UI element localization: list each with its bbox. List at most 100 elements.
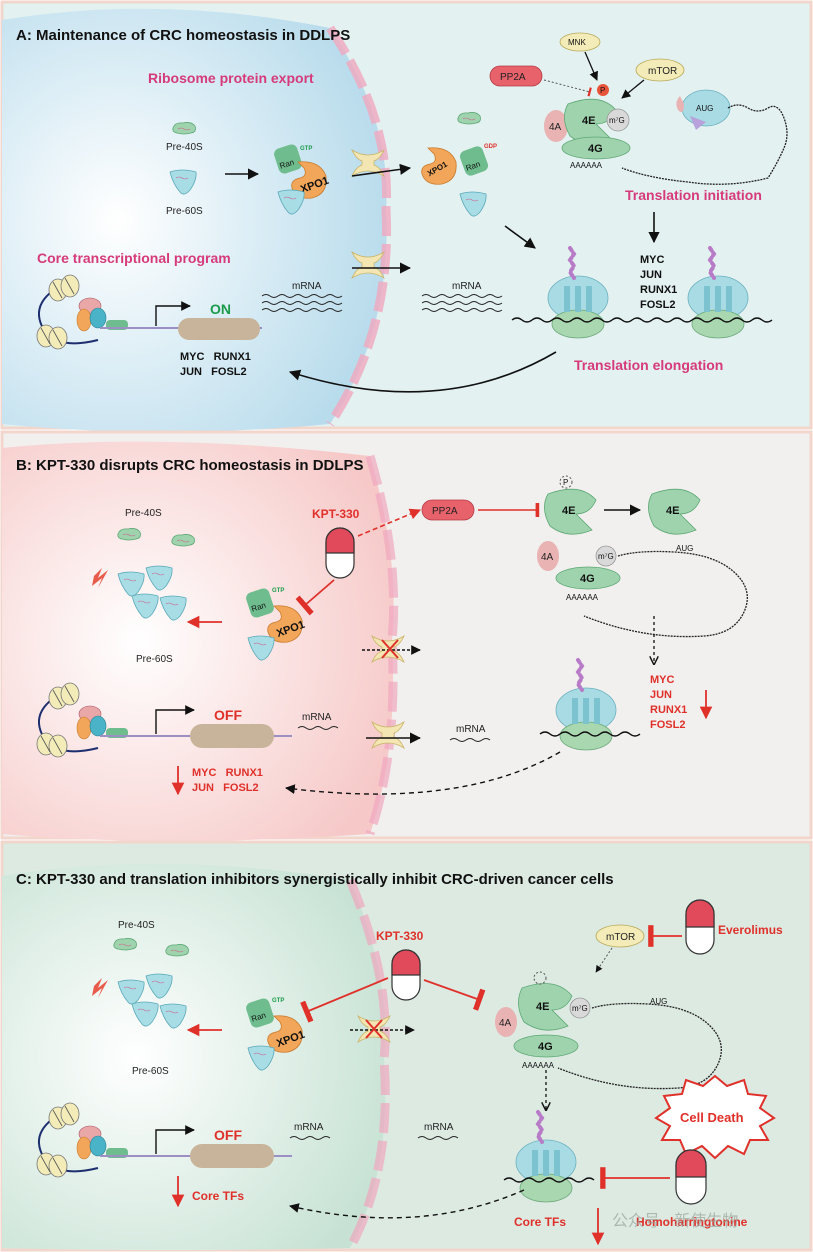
pp2a-pill-a xyxy=(489,65,543,87)
panel-a-title: A: Maintenance of CRC homeostasis in DDL… xyxy=(16,27,350,44)
ran-gtp-shape xyxy=(274,144,302,174)
eif4e-b-1 xyxy=(544,488,597,535)
cell-death-label: Cell Death xyxy=(680,1110,744,1125)
eif4a-a xyxy=(544,110,568,142)
ran-gdp-shape xyxy=(459,146,489,176)
pp2a-label-a: PP2A xyxy=(500,72,526,83)
elongation-mrna xyxy=(511,317,773,323)
homoharringtonine-label: Homoharringtonine xyxy=(636,1215,748,1229)
nuclear-mrna-label-b: mRNA xyxy=(302,712,332,723)
mnk-label: MNK xyxy=(568,38,586,47)
cyto-40s xyxy=(457,112,481,125)
translation-initiation-label: Translation initiation xyxy=(625,187,762,203)
4a-label-b: 4A xyxy=(541,552,554,563)
eif4e-c xyxy=(518,983,573,1031)
panel-b-nuclear-envelope xyxy=(365,454,399,836)
kpt330-pill-b xyxy=(325,527,355,579)
4e-label-b-2: 4E xyxy=(666,505,679,517)
polya-label-b: AAAAAA xyxy=(566,593,599,602)
genes-row1-a: MYC RUNX1 xyxy=(180,351,251,363)
mtor-oval xyxy=(635,58,685,82)
cyto-mrna-wave-b xyxy=(449,738,491,742)
4a-label-a: 4A xyxy=(549,122,562,133)
aug-label-a: AUG xyxy=(696,104,713,113)
panel-a-nuclear-envelope xyxy=(326,25,391,427)
feedback-arrow-c xyxy=(289,1189,525,1219)
homoharringtonine-pill xyxy=(675,1149,707,1205)
pre-40s-label-c: Pre-40S xyxy=(118,920,155,931)
gtp-label-b: GTP xyxy=(272,588,284,594)
polya-label-a: AAAAAA xyxy=(570,161,603,170)
gene-body-c xyxy=(190,1144,274,1168)
gene-list-b-3: FOSL2 xyxy=(650,719,685,731)
aug-label-b: AUG xyxy=(676,544,693,553)
gene-body-a xyxy=(178,318,260,340)
mnk-arrow xyxy=(584,51,598,81)
mtor-label-a: mTOR xyxy=(648,66,677,77)
gene-body-b xyxy=(190,724,274,748)
panel-c: C: KPT-330 and translation inhibitors sy… xyxy=(0,840,813,1252)
gtp-label-c: GTP xyxy=(272,998,284,1004)
pre-40s-b-2 xyxy=(171,534,195,547)
phospho-p xyxy=(597,84,609,96)
genes-row2-b: JUN FOSL2 xyxy=(192,782,259,794)
kpt330-inhibits-4e-c xyxy=(423,979,486,1011)
pre-60s-label-c: Pre-60S xyxy=(132,1066,169,1077)
nuclear-mrna-wave-b xyxy=(297,726,339,730)
lightning-icon-c xyxy=(92,978,108,998)
gene-list-a-3: FOSL2 xyxy=(640,299,675,311)
pre-40s-label-b: Pre-40S xyxy=(125,508,162,519)
mrna-loop-c xyxy=(557,1002,722,1090)
gene-list-b-1: JUN xyxy=(650,689,672,701)
pore-arrow-upper xyxy=(351,163,412,177)
off-label-b: OFF xyxy=(214,707,242,723)
eif4a-c xyxy=(495,1007,517,1037)
mnk-oval xyxy=(559,32,601,52)
m7g-cap-b xyxy=(595,545,617,567)
nuclear-mrna-label-c: mRNA xyxy=(294,1122,324,1133)
eif4e-b-2 xyxy=(648,488,701,535)
panel-b: B: KPT-330 disrupts CRC homeostasis in D… xyxy=(0,430,813,841)
nuclear-mrna-wave-c xyxy=(289,1136,331,1140)
ribosome-export-label: Ribosome protein export xyxy=(148,70,314,86)
gtp-label: GTP xyxy=(300,146,312,152)
cell-death-burst xyxy=(654,1074,776,1160)
nuclear-mrna-wave-1 xyxy=(261,294,343,298)
pre-40s-subunit xyxy=(172,122,196,135)
panel-c-title: C: KPT-330 and translation inhibitors sy… xyxy=(16,871,614,888)
mrna-loop-b xyxy=(583,550,748,638)
eif4g-b xyxy=(555,566,621,590)
4g-label-c: 4G xyxy=(538,1041,553,1053)
ran-label: Ran xyxy=(278,158,295,171)
m7g-cap-a xyxy=(606,108,630,132)
pre-60s-label-b: Pre-60S xyxy=(136,654,173,665)
gene-list-a-0: MYC xyxy=(640,254,665,266)
block-x-b xyxy=(381,639,399,659)
on-label: ON xyxy=(210,301,231,317)
lightning-icon-b xyxy=(92,568,108,588)
aug-factor-pink xyxy=(676,96,684,112)
gene-list-a-1: JUN xyxy=(640,269,662,281)
cyto-mrna-label: mRNA xyxy=(452,281,482,292)
pre-40s-c-1 xyxy=(113,938,137,951)
eif4g-a xyxy=(561,136,631,160)
assembly-arrow xyxy=(504,225,536,249)
p-label-a: P xyxy=(600,86,605,95)
genes-row2-a: JUN FOSL2 xyxy=(180,366,247,378)
eif4e-a xyxy=(564,98,617,145)
kpt330-inhibits-xpo1-c xyxy=(300,977,389,1023)
ran-gtp-shape-c xyxy=(246,998,274,1028)
pre-40s-label: Pre-40S xyxy=(166,142,203,153)
transcription-start-arrow-a xyxy=(155,301,191,326)
lost-phospho-c xyxy=(533,971,547,985)
core-tfs-label-left: Core TFs xyxy=(192,1189,244,1203)
polya-label-c: AAAAAA xyxy=(522,1061,555,1070)
cyto-mrna-label-c: mRNA xyxy=(424,1122,454,1133)
4g-label-b: 4G xyxy=(580,573,595,585)
block-x-c xyxy=(365,1019,383,1039)
m7g-cap-c xyxy=(569,997,591,1019)
cyto-mrna-wave-c xyxy=(417,1136,459,1140)
cyto-mrna-wave-2 xyxy=(421,301,503,305)
kpt330-label-c: KPT-330 xyxy=(376,929,424,943)
